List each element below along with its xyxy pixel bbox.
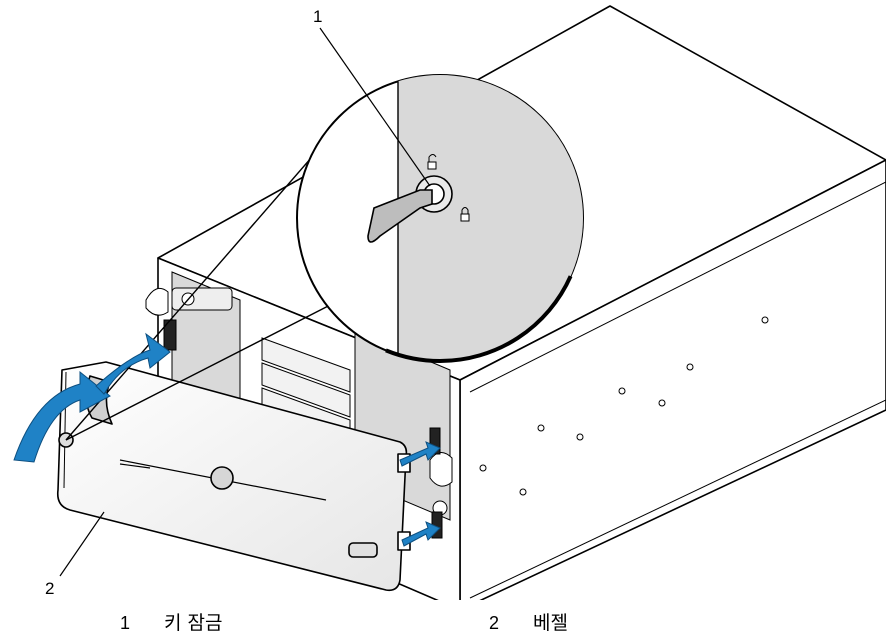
legend-label: 베젤 [533, 612, 568, 634]
callout-number-bezel: 2 [45, 579, 55, 598]
legend-number: 1 [120, 613, 131, 633]
legend-number: 2 [489, 613, 500, 633]
key-lock [367, 154, 470, 243]
callout-number-key-lock: 1 [313, 7, 323, 26]
magnifier-lines [65, 149, 339, 441]
chassis-edge-detail [469, 181, 886, 599]
server-bezel-illustration [13, 5, 886, 600]
legend-label: 키 잠금 [164, 612, 223, 634]
chassis-screws [479, 316, 769, 496]
motion-arrows [13, 332, 441, 547]
callout-leaders [59, 27, 431, 577]
